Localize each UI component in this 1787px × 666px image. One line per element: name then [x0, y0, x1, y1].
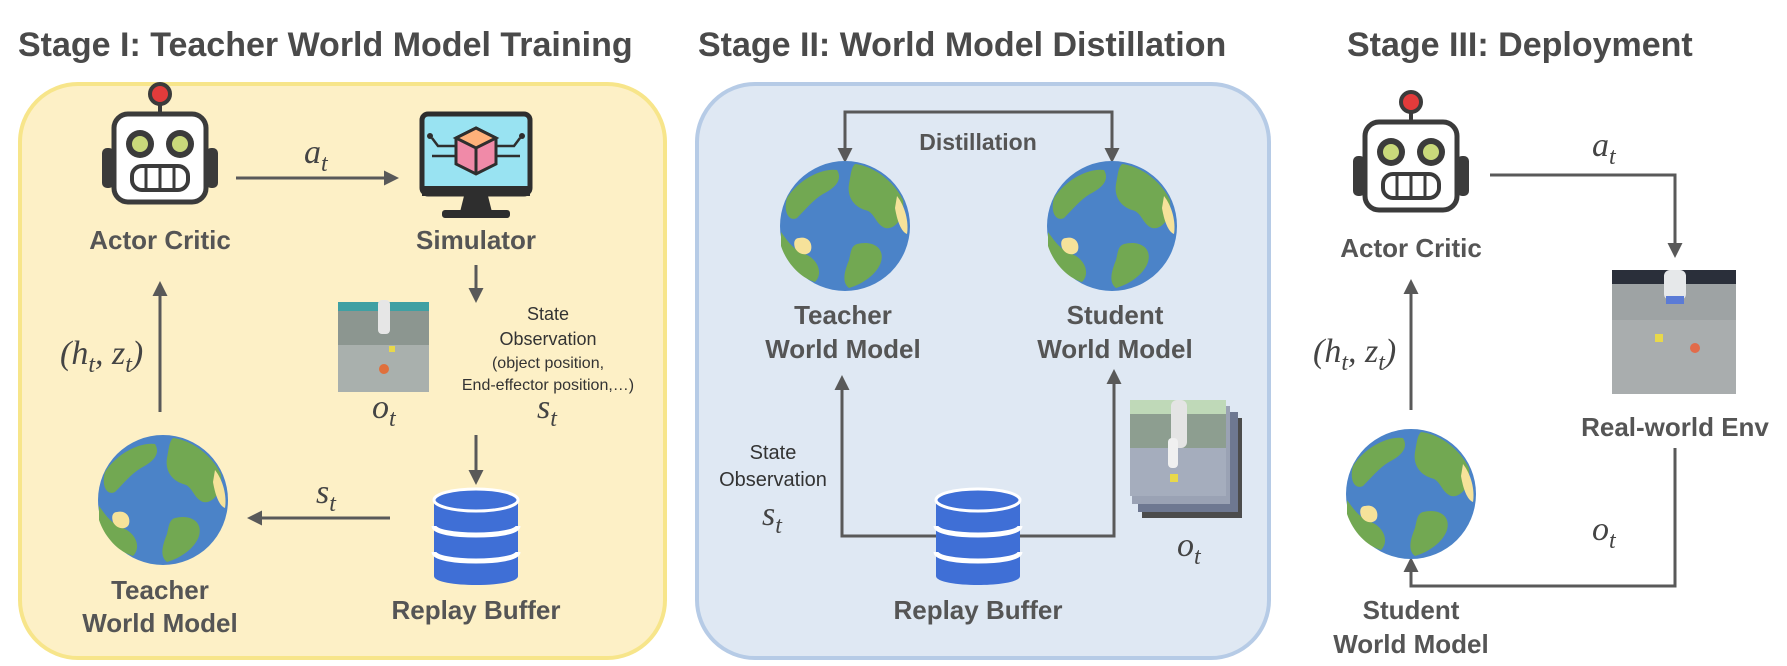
actor-critic-label-stage3: Actor Critic: [1340, 233, 1482, 263]
arrow-buffer-to-student-stage2: [1020, 369, 1122, 538]
state-symbol-stage2: st: [762, 496, 783, 539]
action-symbol-stage3: at: [1592, 127, 1617, 170]
teacher-globe-icon: [98, 435, 228, 565]
teacher-globe-icon-stage2: [780, 161, 910, 291]
arrow-action-to-env: [1490, 173, 1683, 258]
latent-symbol-stage3: (ht, zt): [1313, 333, 1396, 376]
observation-photo: [338, 300, 429, 392]
obs-symbol-stage3: ot: [1592, 511, 1617, 554]
latent-symbol-stage1: (ht, zt): [60, 335, 143, 378]
state-obs-label-stage2-2: Observation: [719, 469, 827, 491]
action-symbol: at: [304, 134, 329, 177]
stage1-title: Stage I: Teacher World Model Training: [18, 26, 633, 64]
arrow-env-to-student: [1403, 448, 1677, 588]
state-obs-detail-2: End-effector position,…): [462, 377, 634, 394]
obs-symbol-stage2: ot: [1177, 527, 1202, 570]
database-icon: [434, 489, 518, 585]
arrow-distillation: [837, 110, 1120, 163]
observation-photo-stack: [1130, 400, 1242, 518]
state-obs-label-stage2-1: State: [750, 442, 797, 464]
stage3-title: Stage III: Deployment: [1347, 26, 1693, 64]
replay-buffer-label-stage1: Replay Buffer: [391, 595, 560, 625]
real-world-env-label: Real-world Env: [1581, 412, 1769, 442]
teacher-wm-label-stage2-2: World Model: [765, 334, 921, 364]
real-world-photo: [1612, 270, 1736, 394]
replay-buffer-label-stage2: Replay Buffer: [893, 595, 1062, 625]
teacher-wm-label-stage2-1: Teacher: [794, 300, 892, 330]
arrow-buffer-to-teacher-stage2: [834, 375, 936, 538]
state-obs-label-2: Observation: [499, 329, 596, 349]
state-obs-detail-1: (object position,: [492, 355, 604, 372]
student-wm-label-stage2-2: World Model: [1037, 334, 1193, 364]
robot-icon-stage3: [1353, 92, 1469, 210]
state-symbol-stage1: st: [537, 389, 558, 432]
actor-critic-label: Actor Critic: [89, 225, 231, 255]
simulator-label: Simulator: [416, 225, 536, 255]
student-wm-label-stage2-1: Student: [1067, 300, 1164, 330]
teacher-wm-label-2: World Model: [82, 608, 238, 638]
state-obs-label-1: State: [527, 304, 569, 324]
database-icon-stage2: [936, 489, 1020, 585]
student-globe-icon-stage3: [1346, 429, 1476, 559]
student-wm-label-stage3-1: Student: [1363, 595, 1460, 625]
teacher-wm-label-1: Teacher: [111, 575, 209, 605]
distillation-label: Distillation: [919, 129, 1037, 155]
student-globe-icon-stage2: [1047, 161, 1177, 291]
state-symbol-buffer: st: [316, 474, 337, 517]
obs-symbol-stage1: ot: [372, 389, 397, 432]
student-wm-label-stage3-2: World Model: [1333, 629, 1489, 659]
stage2-title: Stage II: World Model Distillation: [698, 26, 1226, 64]
